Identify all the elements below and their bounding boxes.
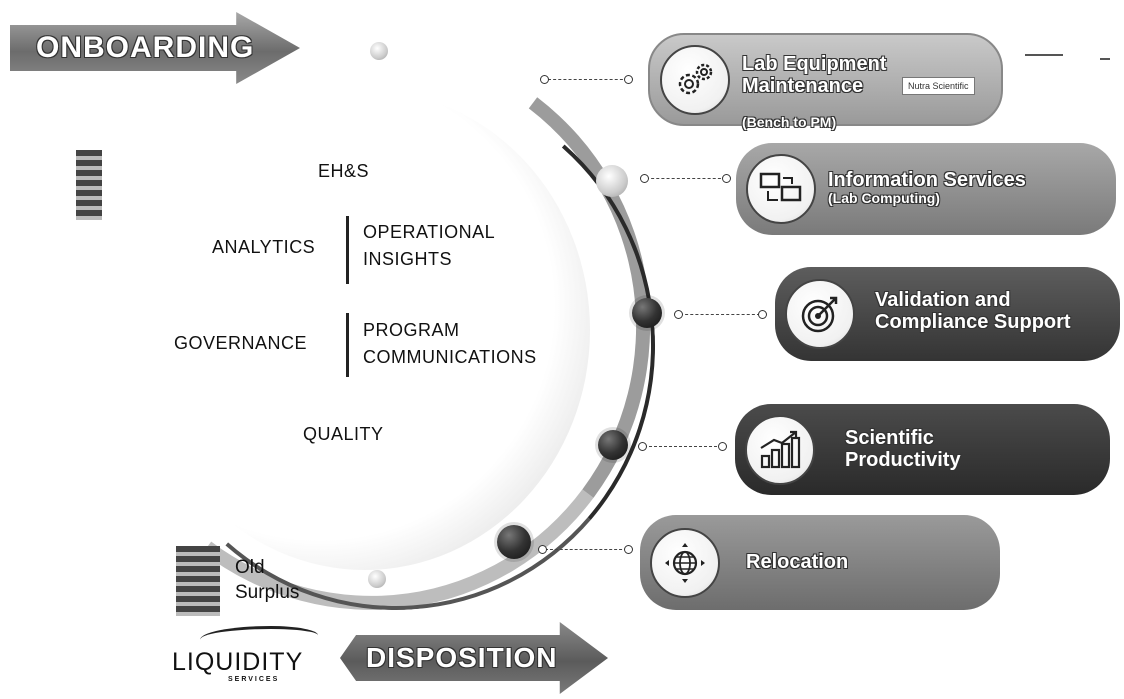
pill-information-services: Information Services (Lab Computing) (736, 143, 1116, 235)
communications-label: COMMUNICATIONS (363, 347, 537, 367)
operational-label: OPERATIONAL (363, 222, 496, 242)
liquidity-logo-text: LIQUIDITY (172, 648, 304, 676)
program-label: PROGRAM (363, 320, 460, 340)
arc-dot-1 (596, 165, 628, 197)
connector-4-start (638, 442, 647, 451)
target-icon (785, 279, 855, 349)
disposition-arrow: DISPOSITION (340, 622, 608, 694)
analytics-divider (346, 216, 349, 284)
connector-2 (646, 178, 726, 179)
computers-icon (746, 154, 816, 224)
connector-5-start (538, 545, 547, 554)
connector-4-end (718, 442, 727, 451)
arc-dot-4 (497, 525, 531, 559)
scribble-mark-2 (1100, 58, 1110, 60)
ehs-label: EH&S (318, 161, 370, 181)
gears-icon (660, 44, 730, 115)
governance-label: GOVERNANCE (174, 333, 308, 353)
liquidity-swoosh (200, 626, 318, 649)
pill-1-title: Lab Equipment Maintenance (742, 53, 887, 97)
connector-4 (644, 446, 722, 447)
pill-lab-equipment: Lab Equipment Maintenance (Bench to PM) … (648, 33, 1003, 130)
connector-1-end (624, 75, 633, 84)
quality-label: QUALITY (303, 424, 384, 444)
connector-2-start (640, 174, 649, 183)
disposition-label: DISPOSITION (366, 642, 558, 673)
pill-3-title: Validation and (875, 289, 1011, 311)
pill-5-title: Relocation (746, 551, 849, 573)
pill-scientific-productivity: Scientific Productivity (735, 404, 1110, 495)
services-circle (140, 90, 590, 570)
old-surplus-image (176, 546, 220, 616)
old-label: Old (235, 557, 265, 578)
onboarding-label: ONBOARDING (36, 31, 255, 64)
arc-dot-2 (632, 298, 662, 328)
connector-3-start (674, 310, 683, 319)
connector-5 (545, 549, 627, 550)
pill-3-title2: Compliance Support (875, 311, 1071, 333)
globe-icon (650, 527, 720, 598)
arc-dot-3 (598, 430, 628, 460)
connector-3 (680, 314, 760, 315)
pill-2-title: Information Services (828, 169, 1026, 191)
pill-1-sub: (Bench to PM) (742, 114, 837, 130)
insights-label: INSIGHTS (363, 249, 453, 269)
surplus-label: Surplus (235, 582, 300, 603)
arc-dot-end (368, 570, 386, 588)
connector-3-end (758, 310, 767, 319)
analytics-label: ANALYTICS (212, 237, 316, 257)
connector-5-end (624, 545, 633, 554)
lab-instrument-image (76, 150, 102, 220)
connector-2-end (722, 174, 731, 183)
connector-1-start (540, 75, 549, 84)
pill-relocation: Relocation (640, 515, 1000, 610)
pill-4-title: Scientific (845, 427, 934, 449)
growth-chart-icon (745, 414, 815, 485)
liquidity-services-text: SERVICES (228, 676, 280, 683)
pill-validation-compliance: Validation and Compliance Support (775, 267, 1120, 361)
nutra-scientific-logo: Nutra Scientific (902, 77, 975, 95)
arc-dot-start (370, 42, 388, 60)
connector-1 (548, 79, 628, 80)
governance-divider (346, 313, 349, 377)
pill-4-title2: Productivity (845, 449, 961, 471)
scribble-mark (1025, 54, 1063, 56)
pill-2-sub: (Lab Computing) (828, 190, 940, 206)
